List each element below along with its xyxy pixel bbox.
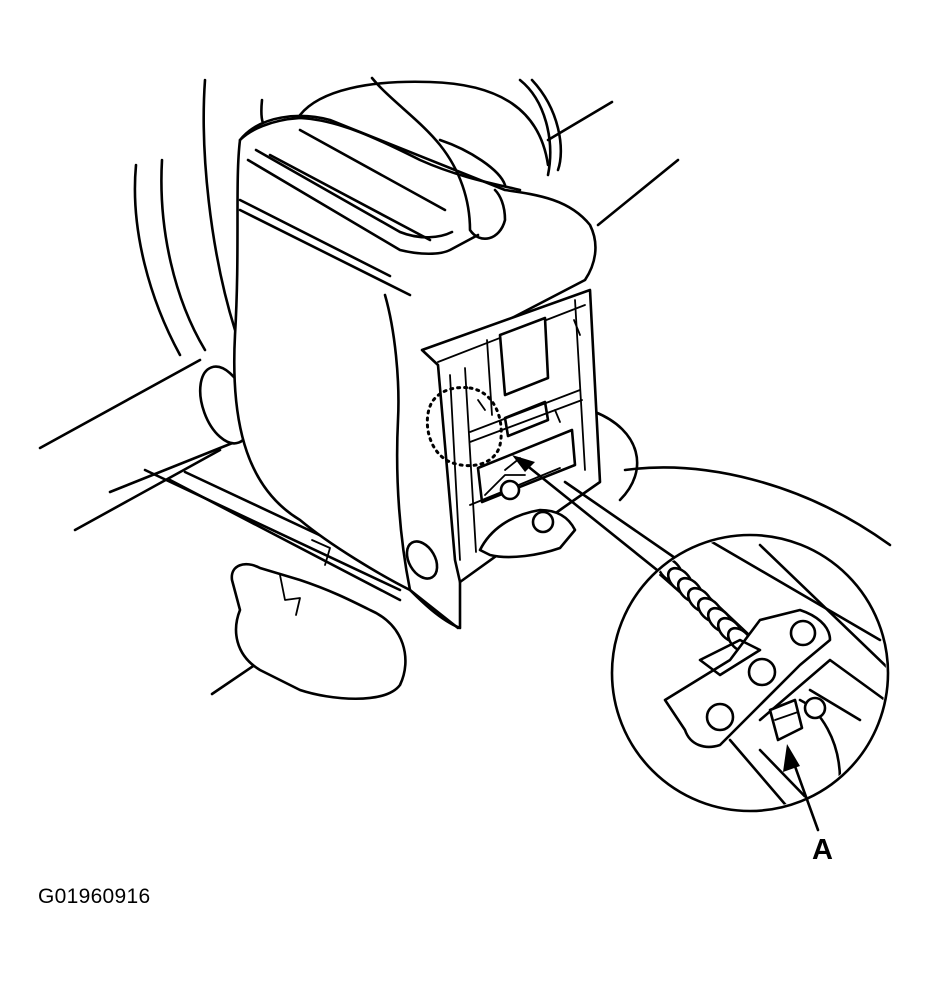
magnifier-circle-icon — [610, 533, 890, 813]
highlight-circle — [425, 386, 503, 468]
center-console — [233, 76, 597, 630]
seat-bracket — [230, 539, 407, 700]
figure-id: G01960916 — [38, 885, 151, 908]
arrow-up-icon — [783, 744, 820, 832]
detail-leader — [512, 455, 684, 592]
callout-label-a: A — [812, 834, 833, 866]
parking-brake-mechanism — [478, 457, 577, 559]
